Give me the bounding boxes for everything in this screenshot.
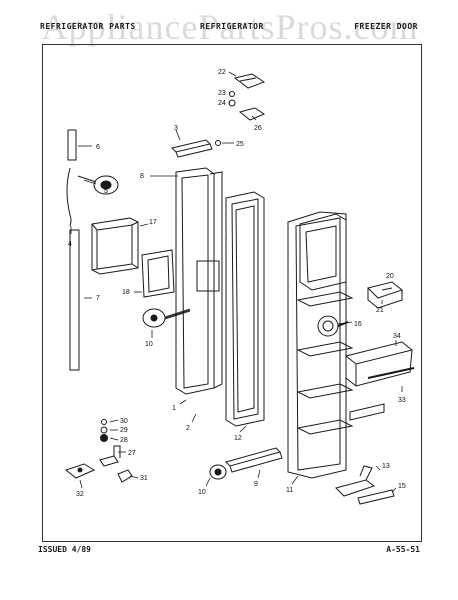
callout-20: 20 (386, 273, 394, 280)
lower-hinge-part (64, 463, 96, 479)
callout-29: 29 (120, 427, 128, 434)
hinge-top-part (228, 73, 266, 121)
header-left-text: REFRIGERATOR PARTS (40, 22, 136, 31)
small-bracket-part (117, 469, 133, 483)
header-middle-text: REFRIGERATOR (200, 22, 264, 31)
callout-33: 33 (398, 397, 406, 404)
callout-7: 7 (96, 295, 100, 302)
callout-10-upper: 10 (145, 341, 153, 348)
callout-labels: 22 23 24 26 3 25 6 5 4 7 8 17 18 10 16 2… (68, 69, 406, 498)
callout-2: 2 (186, 425, 190, 432)
callout-31: 31 (140, 475, 148, 482)
door-inner-liner-part (287, 211, 354, 479)
callout-22: 22 (218, 69, 226, 76)
liner-strip-part (349, 403, 385, 421)
long-bar-part (69, 229, 80, 371)
callout-26: 26 (254, 125, 262, 132)
door-outer-panel-part (175, 167, 223, 395)
callout-12: 12 (234, 435, 242, 442)
bucket-bracket-part (367, 281, 404, 309)
callout-15: 15 (398, 483, 406, 490)
callout-25: 25 (236, 141, 244, 148)
callout-16: 16 (354, 321, 362, 328)
callout-34: 34 (393, 333, 401, 340)
callout-23: 23 (218, 90, 226, 97)
callout-21: 21 (376, 307, 384, 314)
callout-32: 32 (76, 491, 84, 498)
callout-1: 1 (172, 405, 176, 412)
trim-plate-part (141, 249, 175, 298)
diagram-code-text: A-55-51 (386, 545, 420, 554)
callout-18: 18 (122, 289, 130, 296)
callout-11: 11 (286, 487, 293, 494)
callout-13: 13 (382, 463, 390, 470)
callout-8: 8 (140, 173, 144, 180)
callout-24: 24 (218, 100, 226, 107)
callout-30: 30 (120, 418, 128, 425)
chute-housing-part (91, 217, 139, 275)
issued-date-text: ISSUED 4/89 (38, 545, 91, 554)
callout-27: 27 (128, 450, 136, 457)
wire-harness-part (66, 167, 119, 227)
lower-hinge-bracket-part (99, 445, 121, 467)
callout-9: 9 (254, 481, 258, 488)
small-bar-part (67, 129, 77, 161)
callout-6: 6 (96, 144, 100, 151)
callout-17: 17 (149, 219, 157, 226)
dispenser-button-lower-part (209, 464, 227, 480)
diagram-frame (42, 44, 422, 542)
dispenser-button-upper-part (142, 308, 191, 328)
door-gasket-part (225, 191, 265, 427)
callout-3: 3 (174, 125, 178, 132)
header-right-text: FREEZER DOOR (354, 22, 418, 31)
callout-leader-lines (70, 71, 403, 493)
callout-10-lower: 10 (198, 489, 206, 496)
callout-28: 28 (120, 437, 128, 444)
lower-trim-strip-part (225, 447, 283, 473)
callout-4: 4 (68, 241, 72, 248)
callout-5: 5 (104, 188, 108, 195)
hinge-bracket-part (171, 139, 221, 158)
door-bin-part (345, 341, 415, 387)
screw-stack-part (100, 419, 108, 442)
watermark-logo: AppliancePartsPros.com (41, 7, 419, 47)
lower-right-bracket-part (335, 465, 395, 505)
